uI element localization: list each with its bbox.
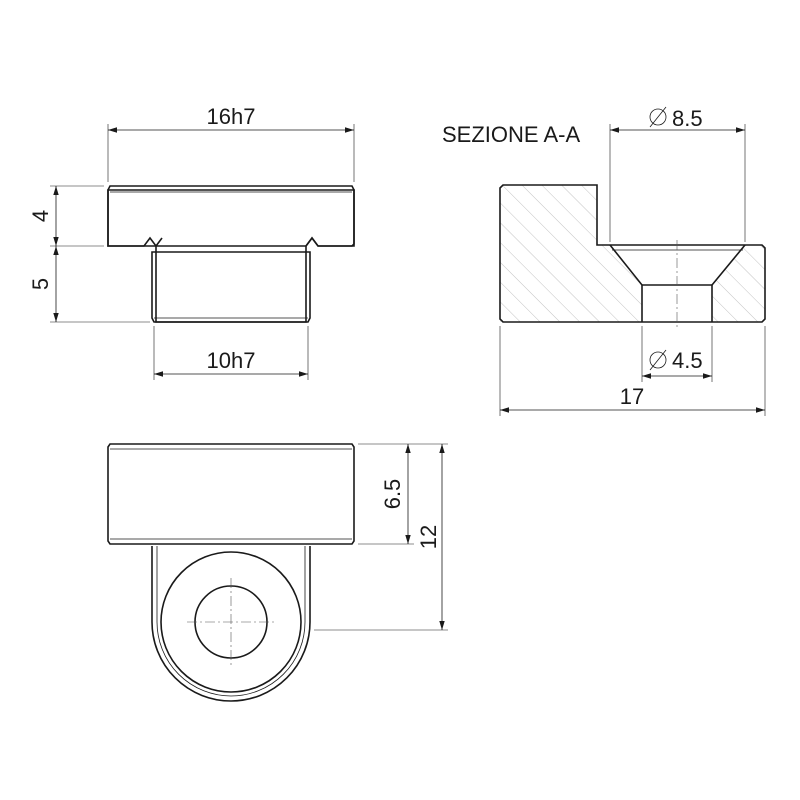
diameter-icon xyxy=(649,349,667,371)
dim-section-length-label: 17 xyxy=(620,384,644,409)
dim-hole-diameter-label: 4.5 xyxy=(672,348,703,373)
plan-view xyxy=(107,443,355,702)
dim-head-height: 6.5 xyxy=(358,443,414,545)
front-view-neck xyxy=(151,251,311,323)
section-title: SEZIONE A-A xyxy=(442,122,580,147)
diameter-icon xyxy=(649,106,667,128)
countersink-right xyxy=(711,244,746,286)
countersink-left xyxy=(609,244,643,286)
dim-section-length: 17 xyxy=(499,326,766,416)
dim-hole-diameter: 4.5 xyxy=(641,326,713,382)
dim-total-height-label: 12 xyxy=(416,525,441,549)
front-view xyxy=(107,185,355,323)
plan-view-lug xyxy=(151,546,311,702)
dim-top-height-label: 4 xyxy=(28,210,53,222)
dim-neck-height-label: 5 xyxy=(28,278,53,290)
plan-view-head xyxy=(107,443,355,545)
dim-top-height: 4 xyxy=(28,185,104,247)
dim-top-width: 16h7 xyxy=(107,104,355,182)
dim-counterbore-diameter: 8.5 xyxy=(609,106,746,242)
section-outline xyxy=(499,184,766,323)
dim-counterbore-diameter-label: 8.5 xyxy=(672,106,703,131)
counterbore-circle xyxy=(160,551,302,693)
section-view xyxy=(499,184,766,330)
dim-head-height-label: 6.5 xyxy=(380,479,405,510)
dim-top-width-label: 16h7 xyxy=(207,104,256,129)
dim-neck-width: 10h7 xyxy=(153,326,309,380)
front-view-top-bar xyxy=(107,189,355,247)
dim-neck-width-label: 10h7 xyxy=(207,348,256,373)
front-view-outline xyxy=(107,185,355,323)
dim-neck-height: 5 xyxy=(28,246,150,323)
dim-total-height: 12 xyxy=(314,443,448,631)
